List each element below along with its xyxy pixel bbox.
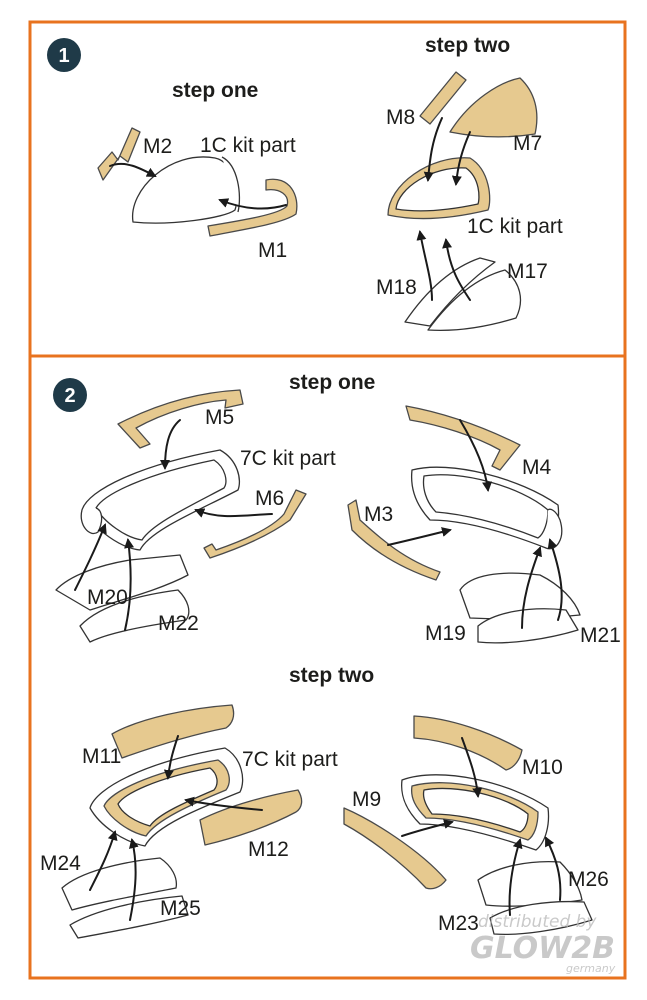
label-m18: M18	[376, 276, 417, 299]
label-m6: M6	[255, 487, 284, 510]
label-m25: M25	[160, 897, 201, 920]
section-2-step-one-right-figure	[347, 405, 581, 644]
mask-m3	[347, 499, 441, 581]
mask-m5	[117, 389, 244, 449]
section-1-step-two-title: step two	[425, 34, 510, 57]
section-2-frame	[28, 354, 627, 980]
mask-m12	[199, 789, 303, 846]
section-2: 2 step one M5 7C kit part M6 M20 M22	[40, 371, 621, 975]
label-m2: M2	[143, 135, 172, 158]
label-m24: M24	[40, 852, 81, 875]
watermark-brand: GLOW2B	[470, 931, 615, 966]
section-2-number: 2	[64, 385, 75, 407]
section-1-number: 1	[58, 45, 69, 67]
section-1-badge	[47, 38, 81, 72]
label-m5: M5	[205, 406, 234, 429]
section-1-step-one-title: step one	[172, 79, 258, 102]
label-m9: M9	[352, 788, 381, 811]
section-1-step-two-figure	[387, 71, 538, 332]
section-2-step-one-left-figure	[55, 389, 307, 643]
watermark-line1: distributed by	[478, 912, 597, 932]
mask-m2	[97, 127, 141, 181]
section-1-step-two-kit-part-label: 1C kit part	[467, 215, 563, 238]
section-2-step-two-right-figure	[343, 715, 593, 936]
mask-m9	[343, 807, 447, 890]
label-m10: M10	[522, 756, 563, 779]
label-m8: M8	[386, 106, 415, 129]
section-2-step-two-kit-part-label: 7C kit part	[242, 748, 338, 771]
label-m12: M12	[248, 838, 289, 861]
label-m7: M7	[513, 132, 542, 155]
label-m17: M17	[507, 260, 548, 283]
mask-m4	[405, 405, 521, 471]
label-m26: M26	[568, 868, 609, 891]
section-1: 1 step one 1C kit part M2 M1 step two	[47, 34, 563, 332]
section-2-step-two-left-figure	[61, 704, 303, 939]
watermark-line3: germany	[566, 962, 616, 975]
section-2-step-one-kit-part-label: 7C kit part	[240, 447, 336, 470]
label-m4: M4	[522, 456, 551, 479]
section-1-frame	[28, 20, 627, 358]
label-m23: M23	[438, 912, 479, 935]
label-m1: M1	[258, 239, 287, 262]
label-m3: M3	[364, 503, 393, 526]
mask-m8	[419, 71, 467, 125]
label-m21: M21	[580, 624, 621, 647]
section-2-badge	[53, 378, 87, 412]
section-1-step-one-figure	[97, 127, 298, 237]
label-m22: M22	[158, 612, 199, 635]
section-2-step-two-title: step two	[289, 664, 374, 687]
mask-m1	[207, 178, 298, 237]
mask-m6	[203, 489, 307, 559]
mask-m11	[111, 704, 235, 759]
label-m11: M11	[82, 745, 121, 768]
mask-m10	[413, 715, 523, 771]
label-m20: M20	[87, 586, 128, 609]
section-1-step-one-kit-part-label: 1C kit part	[200, 134, 296, 157]
watermark: distributed by GLOW2B germany	[470, 912, 616, 975]
label-m19: M19	[425, 622, 466, 645]
mask-m7	[449, 77, 538, 138]
section-2-step-one-title: step one	[289, 371, 375, 394]
